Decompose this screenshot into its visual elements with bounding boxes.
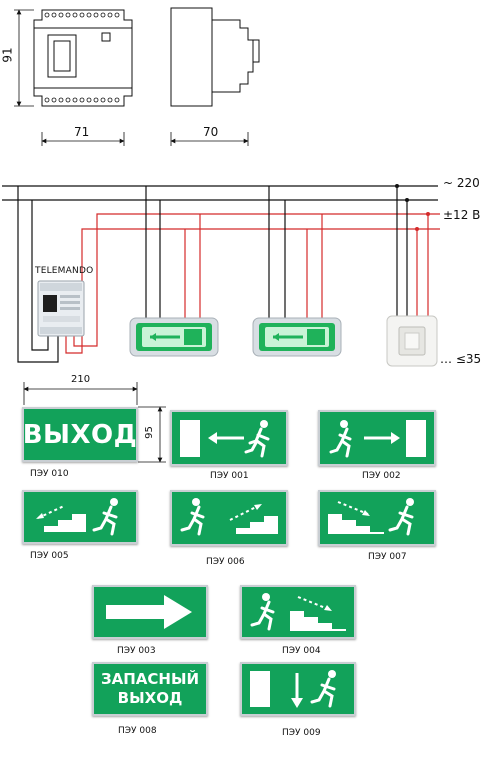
lamp1-wiring bbox=[145, 186, 201, 320]
sign-002-pictogram bbox=[329, 420, 426, 458]
sign-010-text: ВЫХОД bbox=[22, 419, 138, 450]
running-man-icon bbox=[310, 670, 336, 708]
emergency-lamp-2 bbox=[252, 317, 342, 357]
running-man-icon bbox=[244, 420, 270, 458]
bus-lines-ac bbox=[2, 185, 438, 201]
sign-009-caption: ПЭУ 009 bbox=[282, 728, 321, 738]
sign-005 bbox=[22, 490, 138, 544]
wall-switch bbox=[386, 315, 438, 367]
sign-width-label: 210 bbox=[71, 374, 91, 385]
terminal-row-bottom bbox=[44, 97, 120, 103]
max-devices-label: … ≤35 bbox=[440, 352, 482, 366]
sign-001-pictogram bbox=[180, 420, 270, 458]
dimension-sign-width bbox=[23, 382, 138, 405]
sign-006-caption: ПЭУ 006 bbox=[206, 557, 245, 567]
sign-008-line1: ЗАПАСНЫЙ bbox=[100, 670, 200, 688]
sign-height-label: 95 bbox=[143, 426, 155, 439]
sign-004-caption: ПЭУ 004 bbox=[282, 646, 321, 656]
sign-010: ВЫХОД bbox=[22, 407, 138, 462]
height-label: 91 bbox=[0, 47, 15, 63]
module-side-view bbox=[170, 7, 260, 107]
module-front-view bbox=[33, 9, 133, 107]
sign-007-pictogram bbox=[328, 498, 414, 536]
sign-004-pictogram bbox=[250, 593, 346, 631]
sign-006-pictogram bbox=[180, 498, 278, 536]
sign-003 bbox=[92, 585, 208, 639]
sign-004 bbox=[240, 585, 356, 639]
running-man-icon bbox=[250, 593, 275, 631]
sign-006 bbox=[170, 490, 288, 546]
depth-label: 70 bbox=[203, 125, 219, 139]
emergency-lamp-1 bbox=[129, 317, 219, 357]
dimension-height bbox=[14, 9, 34, 107]
sign-008-line2: ВЫХОД bbox=[117, 689, 183, 707]
terminal-row-top bbox=[44, 12, 120, 18]
dimension-sign-height bbox=[138, 406, 166, 463]
sign-001-caption: ПЭУ 001 bbox=[210, 471, 249, 481]
width-label: 71 bbox=[74, 125, 90, 139]
lamp2-wiring bbox=[268, 186, 323, 320]
sign-003-caption: ПЭУ 003 bbox=[117, 646, 156, 656]
sign-007 bbox=[318, 490, 436, 546]
sign-002-caption: ПЭУ 002 bbox=[362, 471, 401, 481]
running-man-icon bbox=[329, 420, 352, 458]
dimension-depth bbox=[170, 132, 249, 146]
sign-010-caption: ПЭУ 010 bbox=[30, 469, 69, 479]
sign-009 bbox=[240, 662, 356, 716]
controller-label: TELEMANDO bbox=[35, 266, 94, 276]
running-man-icon bbox=[180, 498, 205, 536]
switch-wiring bbox=[395, 184, 430, 318]
sign-009-pictogram bbox=[250, 670, 336, 708]
ac-voltage-label: ~ 220 bbox=[443, 176, 480, 190]
sign-005-pictogram bbox=[30, 498, 118, 536]
sign-008-caption: ПЭУ 008 bbox=[118, 726, 157, 736]
sign-007-caption: ПЭУ 007 bbox=[368, 552, 407, 562]
arrow-right-icon bbox=[106, 595, 192, 629]
dimension-width bbox=[41, 132, 125, 146]
sign-008: ЗАПАСНЫЙ ВЫХОД bbox=[92, 662, 208, 716]
sign-005-caption: ПЭУ 005 bbox=[30, 551, 69, 561]
sign-002 bbox=[318, 410, 436, 466]
running-man-icon bbox=[388, 498, 414, 536]
sign-001 bbox=[170, 410, 288, 466]
dc-voltage-label: ±12 B bbox=[443, 208, 481, 222]
controller-wiring bbox=[17, 186, 98, 363]
telemando-controller bbox=[37, 280, 85, 337]
running-man-icon bbox=[92, 498, 118, 536]
sign-003-pictogram bbox=[106, 595, 192, 629]
sign-008-text: ЗАПАСНЫЙ ВЫХОД bbox=[94, 664, 206, 714]
